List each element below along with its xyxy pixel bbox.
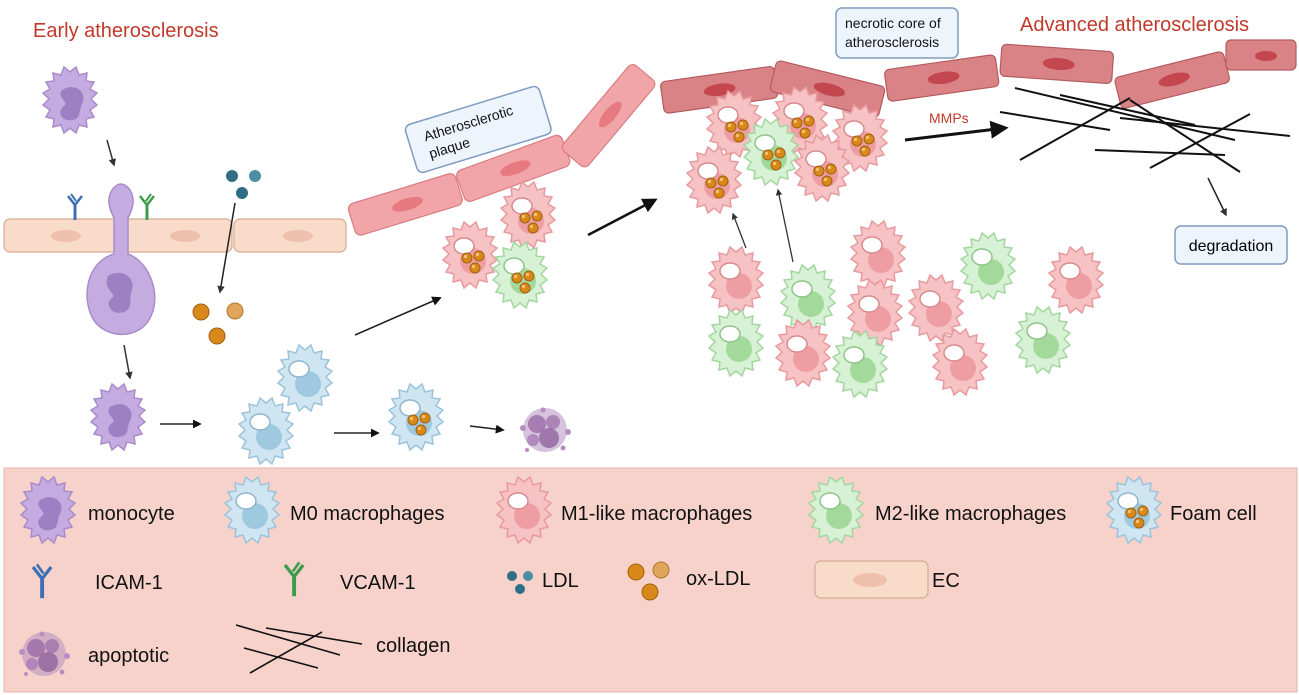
plaque-label-box: Atherosclerotic plaque <box>404 85 552 174</box>
collagen-fibers <box>999 87 1291 173</box>
plaque-m1-foam-1 <box>501 182 555 248</box>
collagen-icon <box>235 624 363 674</box>
monocyte-circulating <box>43 67 97 133</box>
arrow-ldl-oxidation <box>217 202 236 294</box>
legend-vcam: VCAM-1 <box>340 572 416 594</box>
arrow-mmps <box>904 120 1009 142</box>
monocyte-tissue <box>91 384 145 450</box>
plaque-m1-foam-2 <box>443 222 497 288</box>
arrow-down-1 <box>106 139 116 167</box>
legend-apoptotic: apoptotic <box>88 645 169 667</box>
legend-m1: M1-like macrophages <box>561 503 752 525</box>
legend-collagen: collagen <box>376 635 451 657</box>
legend-ec: EC <box>932 570 960 592</box>
legend-m0: M0 macrophages <box>290 503 445 525</box>
icam-1-on-ec <box>66 192 84 222</box>
necrotic-core-label-box: necrotic core of atherosclerosis <box>835 7 959 59</box>
degradation-box: degradation <box>1174 225 1288 265</box>
ldl-icon <box>507 571 533 594</box>
arrow-to-plaque <box>354 296 442 336</box>
m0-macrophage-b <box>239 398 293 464</box>
m0-macrophage-a <box>278 345 332 411</box>
arrow-degradation <box>1207 177 1227 217</box>
ox-ldl-icon <box>627 561 670 601</box>
legend-icam: ICAM-1 <box>95 572 163 594</box>
legend-foam: Foam cell <box>1170 503 1257 525</box>
advanced-title: Advanced atherosclerosis <box>1020 14 1249 36</box>
plaque-endothelium <box>347 64 656 236</box>
legend-monocyte: monocyte <box>88 503 175 525</box>
degradation-label: degradation <box>1189 238 1274 255</box>
legend: monocyte M0 macrophages M1-like macropha… <box>3 467 1298 693</box>
vcam-1-on-ec <box>138 192 156 222</box>
foam-cell-early <box>389 384 443 450</box>
legend-ldl: LDL <box>542 570 579 592</box>
arrow-m2-recruit <box>775 188 794 263</box>
arrow-down-2 <box>123 344 133 380</box>
early-endothelium <box>3 218 347 253</box>
apoptotic-cell <box>520 407 571 452</box>
ec-icon <box>814 560 929 599</box>
legend-m2: M2-like macrophages <box>875 503 1066 525</box>
transmigrating-monocyte <box>86 183 156 336</box>
scattered-macrophages <box>709 221 1103 397</box>
arrow-to-advanced <box>587 198 658 237</box>
advanced-endothelium <box>660 39 1297 118</box>
ldl-particles <box>226 170 261 199</box>
legend-oxldl: ox-LDL <box>686 568 750 590</box>
arrow-foam-to-apoptotic <box>469 424 505 434</box>
necrotic-label-line1: necrotic core of <box>845 15 941 31</box>
early-title: Early atherosclerosis <box>33 20 219 42</box>
plaque-m2-foam <box>493 242 547 308</box>
mmps-label: MMPs <box>929 110 969 126</box>
necrotic-label-line2: atherosclerosis <box>845 34 939 50</box>
arrow-m1-recruit <box>731 212 747 249</box>
ox-ldl-particles <box>192 302 244 345</box>
